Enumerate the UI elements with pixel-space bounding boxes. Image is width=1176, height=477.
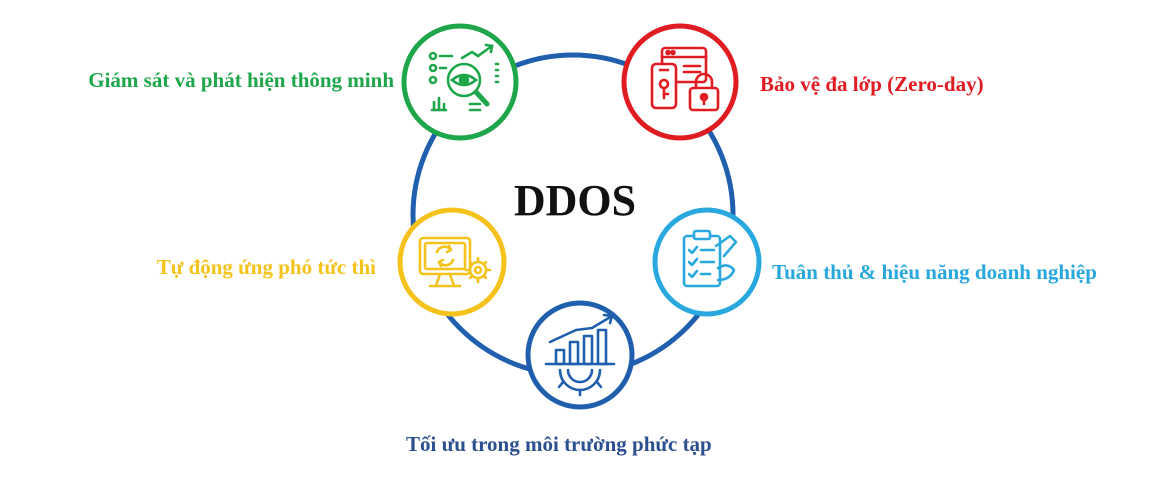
label-protection: Bảo vệ đa lớp (Zero-day) [760, 72, 984, 96]
clipboard-checklist-hand-icon [682, 229, 738, 288]
label-monitoring: Giám sát và phát hiện thông minh [88, 68, 394, 92]
phone-lock-shield-icon [650, 46, 720, 112]
node-compliance [652, 207, 762, 317]
bar-chart-gear-icon [544, 313, 616, 397]
label-optimization: Tối ưu trong môi trường phức tạp [406, 432, 712, 456]
node-optimization [525, 300, 635, 410]
label-auto-response: Tự động ứng phó tức thì [156, 255, 376, 279]
center-title: DDOS [513, 176, 637, 225]
monitor-sync-gear-icon [418, 236, 492, 288]
node-monitoring [401, 23, 519, 141]
node-protection [621, 23, 739, 141]
node-auto-response [397, 207, 507, 317]
monitoring-eye-magnifier-icon [428, 43, 500, 112]
label-compliance: Tuân thủ & hiệu năng doanh nghiệp [772, 260, 1097, 284]
